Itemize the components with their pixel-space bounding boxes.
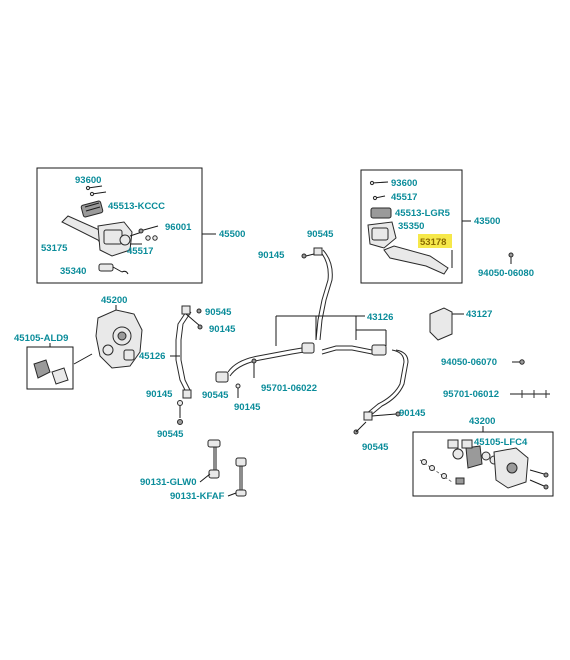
left-brake-hose-part (170, 305, 203, 399)
caliper-bolts-part (529, 469, 549, 490)
right-master-cylinder-box (360, 169, 463, 284)
left-brake-pads-group (26, 343, 74, 390)
label-90545-top: 90545 (307, 229, 334, 240)
right-master-cylinder-body-part (367, 221, 397, 249)
right-master-cylinder-group (360, 169, 471, 284)
label-90545-right: 90545 (362, 442, 389, 453)
right-caliper-pistons-part (452, 445, 499, 469)
label-45513-kccc: 45513-KCCC (108, 201, 165, 212)
bolt-95701-06022-part (215, 358, 257, 398)
cap-screws-right-part (369, 180, 389, 201)
label-53175: 53175 (41, 243, 68, 254)
reservoir-cap-part (80, 200, 104, 218)
label-45126: 45126 (139, 351, 165, 362)
label-43500: 43500 (474, 216, 500, 227)
label-35340: 35340 (60, 266, 86, 277)
banjo-bolts-part (199, 439, 247, 497)
label-96001: 96001 (165, 222, 192, 233)
label-90545-lower: 90545 (202, 390, 229, 401)
label-53178: 53178 (420, 237, 446, 248)
left-master-cylinder-group (36, 167, 216, 284)
label-90145-right: 90145 (399, 408, 426, 419)
label-90545-left: 90545 (157, 429, 184, 440)
label-45105-ald9: 45105-ALD9 (14, 333, 68, 344)
label-43126: 43126 (367, 312, 393, 323)
left-master-cylinder-box (36, 167, 203, 284)
reservoir-cap-right-part (370, 207, 392, 219)
label-45200: 45200 (101, 295, 127, 306)
label-45517-left: 45517 (127, 246, 153, 257)
part-labels: 93600 45513-KCCC 96001 45500 53175 45517… (14, 175, 534, 502)
label-93600-right: 93600 (391, 178, 417, 189)
brake-pipes-part (227, 342, 409, 435)
right-brake-lever-part (383, 245, 449, 275)
label-90131-glw0: 90131-GLW0 (140, 477, 197, 488)
upper-brake-hose-part (301, 247, 333, 341)
label-90145-mid: 90145 (209, 324, 236, 335)
label-45500: 45500 (219, 229, 245, 240)
clip-95701-06012-part (510, 390, 550, 398)
label-35350: 35350 (398, 221, 424, 232)
label-94050-06080: 94050-06080 (478, 268, 534, 279)
label-90131-kfaf: 90131-KFAF (170, 491, 225, 502)
brake-switch-part (98, 263, 129, 275)
bolt-94050-06070-part (512, 359, 525, 365)
label-43127: 43127 (466, 309, 492, 320)
left-hose-bolts-part (177, 400, 183, 425)
label-90545-mid: 90545 (205, 307, 232, 318)
label-45105-lfc4: 45105-LFC4 (474, 437, 528, 448)
label-90145-top: 90145 (258, 250, 285, 261)
label-93600-left: 93600 (75, 175, 101, 186)
label-90145-left: 90145 (146, 389, 173, 400)
right-caliper-group (412, 426, 554, 497)
label-95701-06022: 95701-06022 (261, 383, 317, 394)
caliper-small-parts (419, 459, 465, 485)
bracket-43127-part (429, 307, 453, 341)
left-brake-pads-box (26, 346, 74, 390)
bolt-96001-part (138, 225, 159, 241)
label-90145-lower: 90145 (234, 402, 261, 413)
label-45517-right: 45517 (391, 192, 417, 203)
right-brake-pads-part (447, 439, 473, 449)
label-95701-06012: 95701-06012 (443, 389, 499, 400)
bolt-94050-06080-part (508, 252, 514, 264)
label-45513-lgr5: 45513-LGR5 (395, 208, 451, 219)
leader-43126-bracket (275, 315, 387, 346)
label-43200: 43200 (469, 416, 495, 427)
label-94050-06070: 94050-06070 (441, 357, 497, 368)
cap-screws-part (85, 185, 107, 197)
highlight-53178 (418, 234, 452, 248)
left-caliper-group (73, 305, 143, 369)
left-master-cylinder-body-part (97, 221, 143, 257)
